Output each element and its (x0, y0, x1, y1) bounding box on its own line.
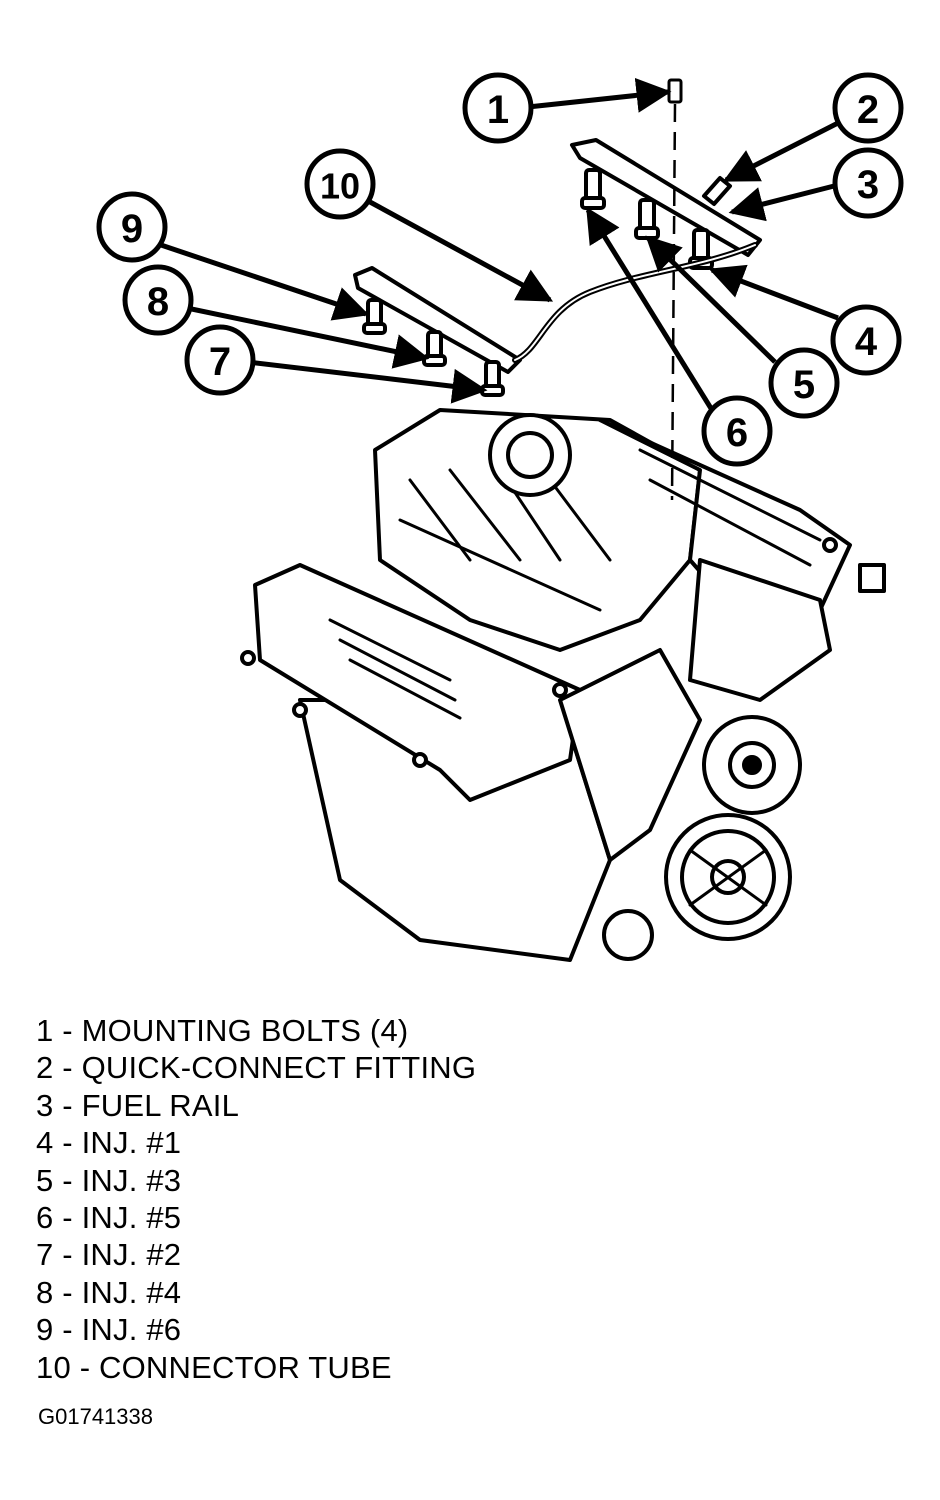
callout-7-label: 7 (209, 340, 231, 384)
legend-item: 4 - INJ. #1 (36, 1125, 182, 1161)
leader-3 (728, 182, 839, 222)
leader-4 (708, 264, 839, 321)
leader-6 (585, 207, 715, 412)
callout-4-circle (830, 304, 902, 376)
quick-connect-fitting (702, 176, 732, 206)
callout-5-circle (768, 347, 840, 419)
legend-item: 10 - CONNECTOR TUBE (36, 1349, 392, 1385)
callout-10-circle (304, 148, 376, 220)
callout-8-circle (122, 264, 194, 336)
injector-2 (480, 360, 505, 397)
callout-3-label: 3 (857, 163, 879, 207)
injector-5 (580, 168, 606, 210)
legend-item: 7 - INJ. #2 (36, 1237, 182, 1273)
leader-9 (157, 241, 370, 321)
mounting-bolt (667, 78, 683, 104)
callout-1-circle (462, 72, 534, 144)
callout-2-label: 2 (857, 88, 879, 132)
engine-assembly-illustration (240, 408, 886, 962)
leader-5 (645, 235, 777, 364)
parts-legend: 1 - MOUNTING BOLTS (4) 2 - QUICK-CONNECT… (36, 1012, 476, 1386)
leader-2 (722, 120, 840, 183)
callout-10-label: 10 (320, 166, 360, 207)
callout-9-circle (96, 191, 168, 263)
legend-item: 3 - FUEL RAIL (36, 1087, 240, 1123)
figure-id: G01741338 (38, 1404, 153, 1429)
leader-lines (157, 77, 840, 412)
leader-7 (247, 359, 488, 404)
callout-8-label: 8 (147, 280, 169, 324)
bolt-centerline (670, 103, 677, 501)
connector-tube (512, 242, 758, 363)
legend-item: 1 - MOUNTING BOLTS (4) (36, 1013, 409, 1048)
engine-fuel-rail-diagram: 1 2 3 4 5 6 7 8 9 10 (96, 72, 904, 962)
callout-9-label: 9 (121, 207, 143, 251)
callout-3-circle (832, 147, 904, 219)
callout-2-circle (832, 72, 904, 144)
leader-1 (527, 77, 672, 113)
legend-item: 8 - INJ. #4 (36, 1274, 182, 1310)
legend-item: 6 - INJ. #5 (36, 1200, 182, 1236)
legend-item: 9 - INJ. #6 (36, 1312, 182, 1348)
callout-6-circle (701, 395, 773, 467)
injector-6 (362, 298, 387, 335)
injector-4 (422, 330, 447, 367)
leader-10 (368, 199, 554, 303)
fuel-rail-right (570, 138, 762, 270)
fuel-rail-left (353, 266, 522, 397)
legend-item: 5 - INJ. #3 (36, 1162, 182, 1198)
callout-6-label: 6 (726, 411, 748, 455)
leader-8 (181, 304, 430, 369)
callout-7-circle (184, 324, 256, 396)
callout-4-label: 4 (855, 320, 878, 364)
injector-3 (634, 198, 660, 240)
callout-1-label: 1 (487, 88, 509, 132)
legend-item: 2 - QUICK-CONNECT FITTING (36, 1050, 477, 1086)
callout-5-label: 5 (793, 363, 815, 407)
